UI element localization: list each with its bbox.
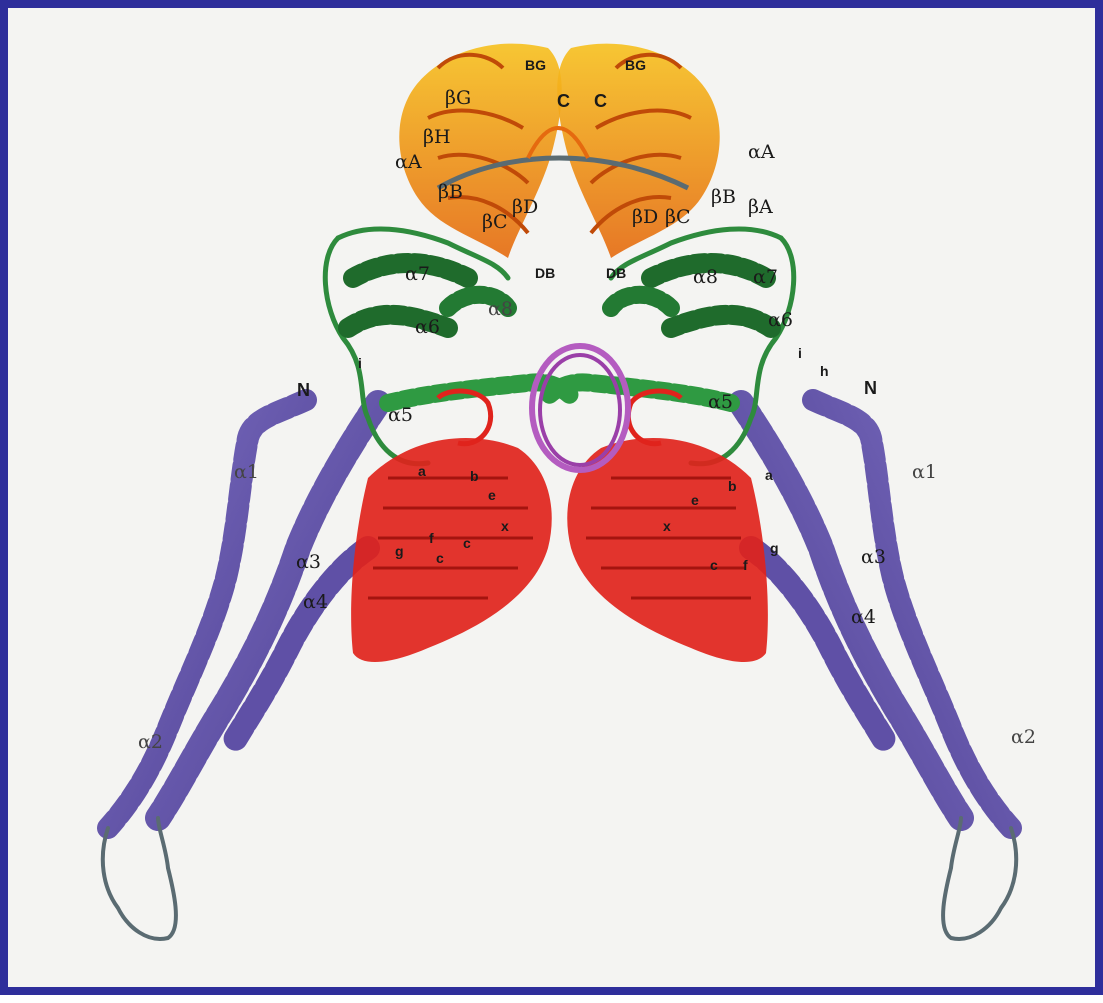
label-left-a8: α8 (488, 298, 513, 320)
magenta-ring (532, 346, 628, 470)
label-left-a4: α4 (303, 591, 328, 613)
label-right-a3: α3 (861, 546, 886, 568)
left-red-domain (351, 391, 552, 662)
label-left-bG: βG (445, 87, 471, 109)
label-left-N: N (297, 380, 310, 400)
label-right-a2: α2 (1011, 726, 1036, 748)
label-left-c: C (557, 91, 570, 111)
label-right-bB: βB (711, 186, 736, 208)
label-left-a5: α5 (388, 404, 413, 426)
label-left-bH: βH (423, 126, 451, 148)
label-right-f: f (743, 557, 748, 573)
label-left-b: b (470, 468, 479, 484)
label-right-a1: α1 (912, 461, 937, 483)
label-left-bD: βD (512, 196, 538, 218)
label-right-N: N (864, 378, 877, 398)
label-left-a6: α6 (415, 316, 440, 338)
label-right-a7: α7 (753, 266, 778, 288)
label-right-bg: BG (625, 57, 646, 73)
label-left-a7: α7 (405, 263, 430, 285)
label-left-aA: αA (395, 151, 422, 173)
label-left-c-small: c (436, 550, 444, 566)
label-right-bD: βD (632, 206, 658, 228)
label-right-bA: βA (748, 196, 773, 218)
label-right-c: C (594, 91, 607, 111)
label-right-e: e (691, 492, 699, 508)
label-left-x: x (501, 518, 509, 534)
label-left-a3: α3 (296, 551, 321, 573)
label-left-g: g (395, 543, 404, 559)
label-right-g: g (770, 540, 779, 556)
left-orange-domain (399, 44, 561, 258)
label-right-bC: βC (665, 206, 691, 228)
protein-ribbon-diagram: BG C βG βH αA βB βD βC DB α7 α6 α8 α5 i … (8, 8, 1103, 1003)
label-right-c-small: c (710, 557, 718, 573)
left-monomer (103, 44, 573, 939)
label-right-h: h (820, 363, 829, 379)
label-left-a: a (418, 463, 426, 479)
label-right-b: b (728, 478, 737, 494)
label-left-bC: βC (482, 211, 508, 233)
label-right-i: i (798, 345, 802, 361)
label-right-a5: α5 (708, 391, 733, 413)
label-left-i: i (358, 355, 362, 371)
label-right-a6: α6 (768, 309, 793, 331)
right-monomer (546, 44, 1016, 939)
label-right-a4: α4 (851, 606, 876, 628)
label-left-c2: c (463, 535, 471, 551)
label-left-bg: BG (525, 57, 546, 73)
label-right-a8: α8 (693, 266, 718, 288)
label-left-a2: α2 (138, 731, 163, 753)
label-right-x: x (663, 518, 671, 534)
label-left-e: e (488, 487, 496, 503)
label-left-f: f (429, 530, 434, 546)
label-right-aA: αA (748, 141, 775, 163)
label-left-db: DB (535, 265, 555, 281)
label-right-a: a (765, 467, 773, 483)
label-left-a1: α1 (234, 461, 259, 483)
label-right-db: DB (606, 265, 626, 281)
label-left-bB: βB (438, 181, 463, 203)
